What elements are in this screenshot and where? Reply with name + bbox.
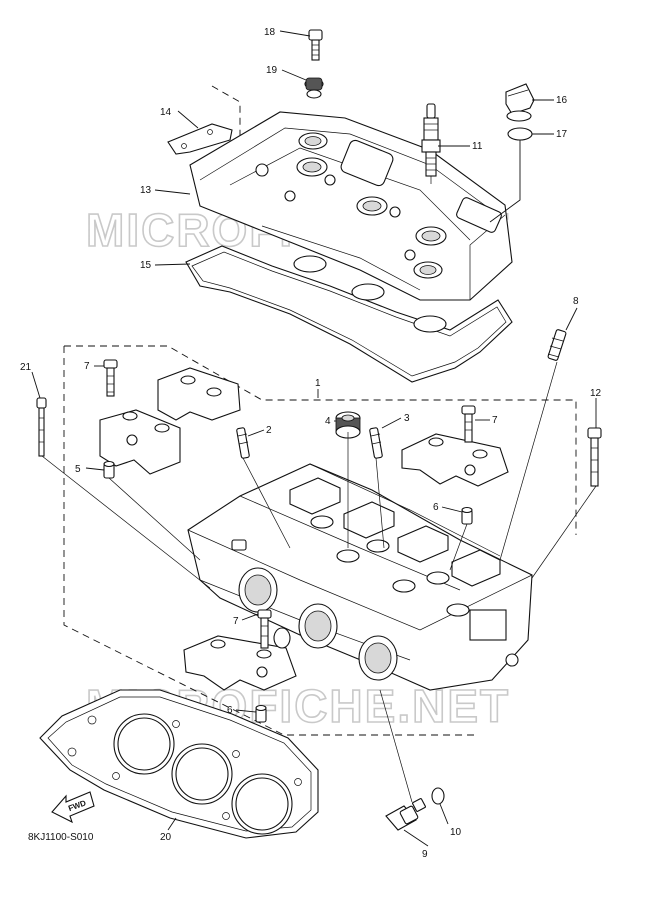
callout-9: 9	[422, 849, 428, 860]
cam-cap-bolt-upper-left	[103, 359, 118, 397]
sensor-o-ring	[431, 787, 445, 805]
callout-8: 8	[573, 296, 579, 307]
callout-numbers: 18 19 14 13 15 11 16 17 8 1 7 21 5 2 4 3…	[20, 27, 602, 860]
callout-12: 12	[590, 388, 602, 399]
callout-11: 11	[472, 141, 483, 152]
callout-3: 3	[404, 413, 410, 424]
callout-21: 21	[20, 362, 32, 373]
leader-lines	[31, 30, 597, 847]
cover-bracket	[167, 123, 233, 155]
forward-direction-arrow: FWD	[51, 791, 95, 824]
stud-bolt	[36, 397, 47, 457]
dowel-pin-left	[103, 460, 115, 479]
stud-3	[369, 427, 383, 459]
grommet	[304, 77, 324, 99]
cylinder-head-gasket	[39, 689, 319, 839]
callout-7-lower: 7	[233, 616, 239, 627]
callout-17: 17	[556, 129, 568, 140]
callout-14: 14	[160, 107, 172, 118]
stud-8	[547, 329, 567, 361]
cylinder-head-assembly-frame	[63, 345, 577, 736]
callout-15: 15	[140, 260, 152, 271]
cam-cap-bolt-right	[461, 405, 476, 443]
temperature-sensor	[385, 798, 426, 831]
callout-5: 5	[75, 464, 81, 475]
callout-7-right: 7	[492, 415, 498, 426]
plug-seal	[335, 411, 361, 439]
camshaft-cap-lower	[183, 635, 297, 691]
dowel-pin-lower	[255, 704, 267, 723]
callout-7-upper-left: 7	[84, 361, 90, 372]
callout-6-right: 6	[433, 502, 439, 513]
port-o-ring	[273, 627, 291, 649]
dowel-pin-right	[461, 506, 473, 525]
callout-18: 18	[264, 27, 276, 38]
callout-4: 4	[325, 416, 331, 427]
callout-19: 19	[266, 65, 278, 76]
stud-2	[236, 427, 250, 459]
callout-16: 16	[556, 95, 568, 106]
filler-cap-o-ring	[507, 127, 533, 141]
cover-bolt	[308, 29, 323, 61]
callout-10: 10	[450, 827, 462, 838]
cylinder-head	[187, 463, 533, 691]
callout-1: 1	[315, 378, 321, 389]
spark-plug	[421, 103, 441, 184]
cover-gasket	[185, 245, 513, 383]
camshaft-cap-right	[401, 433, 509, 487]
camshaft-cap-upper-left	[99, 367, 241, 475]
callout-20: 20	[160, 832, 172, 843]
callout-2: 2	[266, 425, 272, 436]
cam-cap-bolt-lower	[257, 609, 272, 649]
head-bolt-12	[587, 427, 602, 487]
diagram-code: 8KJ1100-S010	[28, 832, 94, 843]
callout-13: 13	[140, 185, 152, 196]
oil-filler-cap	[505, 83, 535, 122]
callout-6-lower: 6	[227, 705, 233, 716]
